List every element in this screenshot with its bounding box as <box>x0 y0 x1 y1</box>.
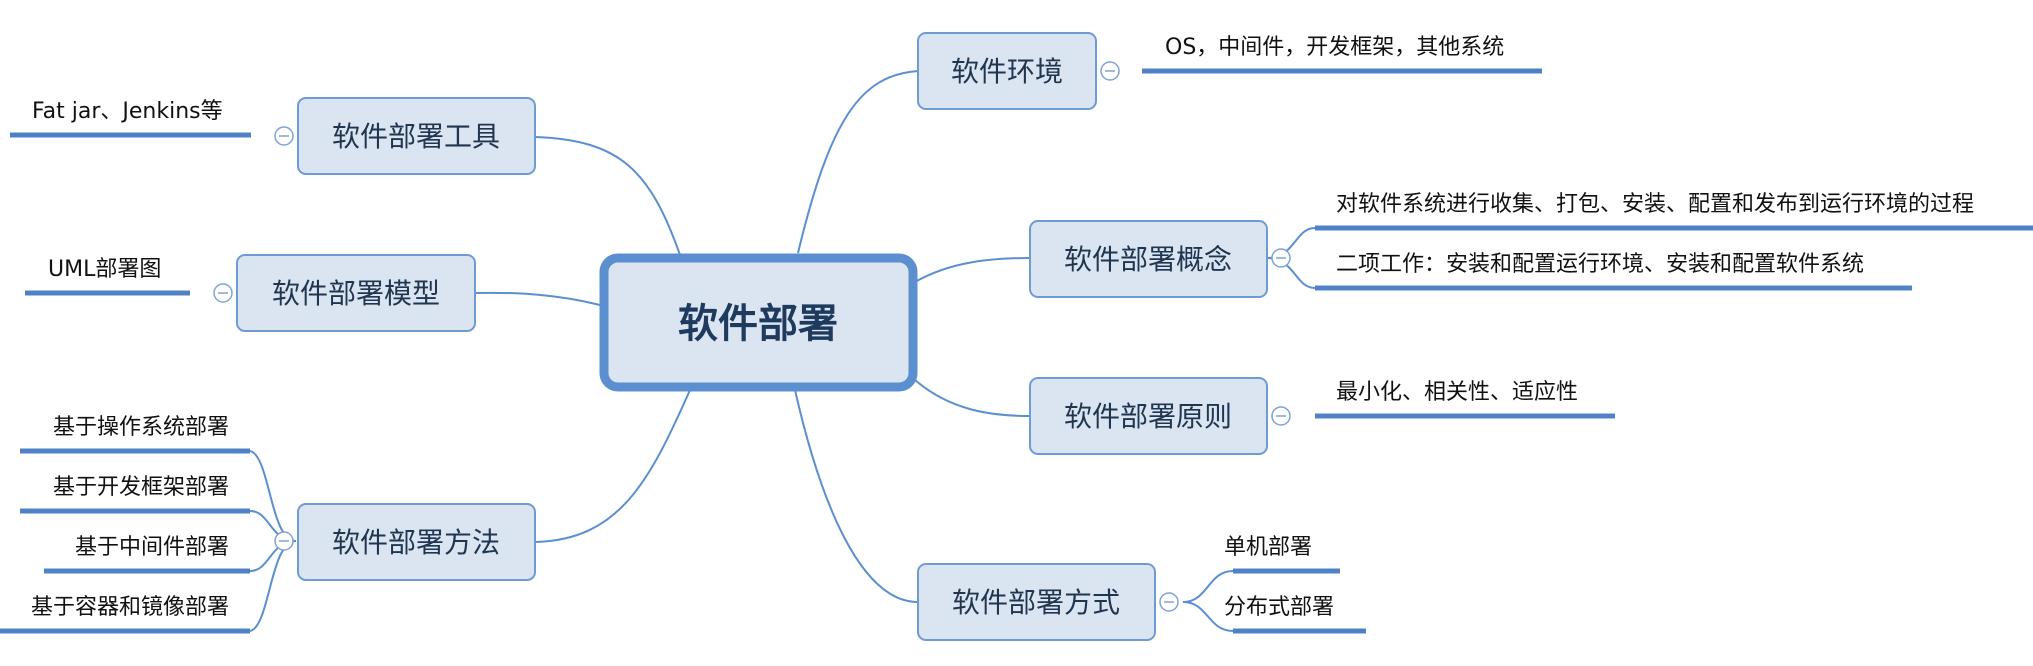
collapse-toggle-model[interactable] <box>213 283 233 303</box>
leaf-label: Fat jar、Jenkins等 <box>32 99 223 124</box>
connector-methods <box>534 389 691 543</box>
connector-model <box>474 291 601 306</box>
branch-node-modes[interactable]: 软件部署方式 <box>917 563 1156 641</box>
connector-tools <box>534 136 681 256</box>
leaf-label: UML部署图 <box>48 257 161 282</box>
branch-node-model[interactable]: 软件部署模型 <box>236 254 476 332</box>
collapse-toggle-methods[interactable] <box>274 531 294 551</box>
branch-node-env[interactable]: 软件环境 <box>917 32 1097 110</box>
branch-label-modes: 软件部署方式 <box>952 586 1120 619</box>
root-node[interactable]: 软件部署 <box>599 253 918 392</box>
branch-node-methods[interactable]: 软件部署方法 <box>297 503 536 581</box>
connector-modes-leaves <box>1182 570 1234 632</box>
leaf-label: 对软件系统进行收集、打包、安装、配置和发布到运行环境的过程 <box>1336 192 1974 217</box>
branch-label-concept: 软件部署概念 <box>1064 243 1232 276</box>
connector-methods-leaves <box>249 450 297 632</box>
branch-node-principles[interactable]: 软件部署原则 <box>1029 377 1268 455</box>
branch-label-tools: 软件部署工具 <box>332 120 500 153</box>
branch-node-concept[interactable]: 软件部署概念 <box>1029 220 1268 298</box>
connector-principles <box>914 379 1031 417</box>
collapse-toggle-principles[interactable] <box>1271 406 1291 426</box>
leaf-label: 分布式部署 <box>1224 595 1334 620</box>
leaf-label: OS，中间件，开发框架，其他系统 <box>1165 35 1504 60</box>
leaf-label: 基于操作系统部署 <box>53 415 229 440</box>
collapse-toggle-concept[interactable] <box>1271 248 1291 268</box>
leaf-label: 二项工作：安装和配置运行环境、安装和配置软件系统 <box>1336 252 1864 277</box>
leaf-label: 单机部署 <box>1224 535 1312 560</box>
collapse-toggle-tools[interactable] <box>274 126 294 146</box>
branch-label-env: 软件环境 <box>951 55 1063 88</box>
connector-concept <box>914 257 1031 283</box>
collapse-toggle-env[interactable] <box>1100 61 1120 81</box>
leaf-label: 基于开发框架部署 <box>53 475 229 500</box>
branch-label-principles: 软件部署原则 <box>1064 400 1232 433</box>
branch-node-tools[interactable]: 软件部署工具 <box>297 97 536 175</box>
root-label: 软件部署 <box>678 301 838 347</box>
leaf-label: 最小化、相关性、适应性 <box>1336 380 1578 405</box>
leaf-label: 基于中间件部署 <box>75 535 229 560</box>
branch-label-model: 软件部署模型 <box>272 277 440 310</box>
leaf-label: 基于容器和镜像部署 <box>31 595 229 620</box>
collapse-toggle-modes[interactable] <box>1159 592 1179 612</box>
connector-modes <box>794 389 919 603</box>
branch-label-methods: 软件部署方法 <box>332 526 500 559</box>
connector-env <box>797 70 919 254</box>
